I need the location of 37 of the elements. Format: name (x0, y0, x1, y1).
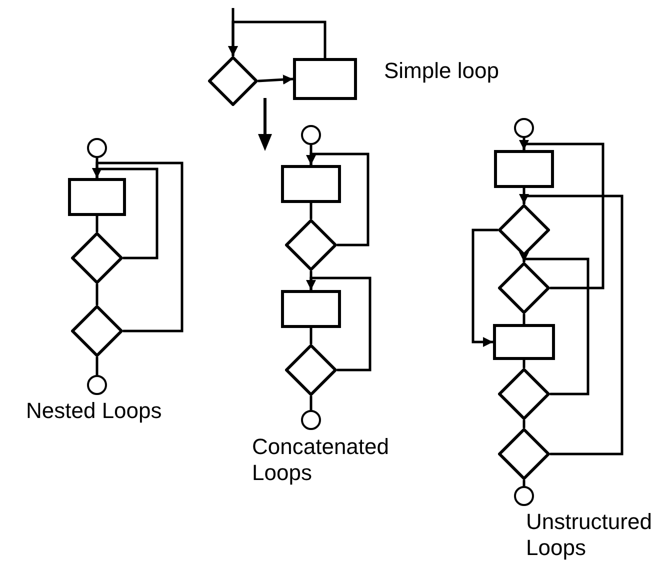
connector-line (96, 284, 98, 305)
arrow (472, 228, 498, 347)
arrow (258, 74, 294, 85)
arrow (519, 194, 624, 456)
decision-diamond (71, 232, 123, 284)
process-box (68, 178, 126, 216)
decision-diamond (208, 56, 258, 106)
connector-line (310, 328, 312, 344)
connector-line (522, 420, 526, 428)
decision-diamond (498, 262, 550, 314)
arrow (306, 152, 370, 246)
decision-diamond (285, 219, 337, 271)
caption-label: Nested Loops (26, 398, 163, 424)
connector-line (522, 360, 526, 368)
arrow (519, 252, 590, 396)
connector-line (522, 480, 526, 486)
decision-diamond (285, 344, 337, 396)
arrow (92, 162, 184, 332)
caption-label: Unstructured Loops (526, 509, 653, 561)
process-box (281, 165, 341, 203)
process-box (293, 58, 357, 100)
connector-line (96, 357, 98, 375)
caption-label: Concatenated Loops (252, 434, 390, 486)
decision-diamond (498, 428, 550, 480)
connector-line (310, 396, 312, 410)
process-box (494, 150, 554, 188)
arrow (519, 140, 604, 290)
connector-line (96, 216, 98, 232)
arrow (228, 20, 326, 58)
connector-line (522, 314, 526, 324)
connector-line (310, 203, 312, 219)
process-box (493, 324, 555, 360)
decision-diamond (71, 305, 123, 357)
caption-label: Simple loop (384, 58, 500, 84)
process-box (281, 290, 341, 328)
decision-diamond (498, 368, 550, 420)
arrow (306, 276, 372, 372)
